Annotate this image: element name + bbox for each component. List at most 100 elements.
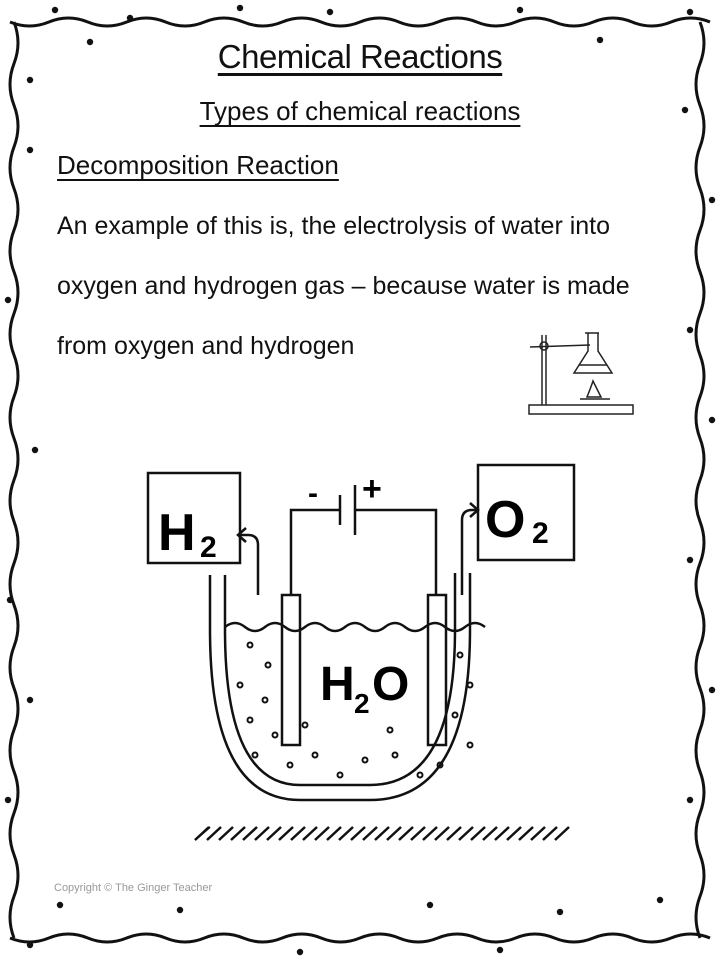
ground-hatch — [410, 826, 426, 841]
decorative-dot — [496, 946, 504, 954]
ground-hatch — [266, 826, 282, 841]
decorative-dot — [656, 896, 664, 904]
gas-bubble — [386, 726, 394, 734]
decorative-dot — [686, 8, 694, 16]
water-subscript: 2 — [354, 688, 370, 719]
gas-bubble — [246, 716, 254, 724]
gas-bubble — [261, 696, 269, 704]
ground-hatch — [398, 826, 414, 841]
decorative-dot — [708, 416, 716, 424]
gas-bubble — [311, 751, 319, 759]
ground-hatch — [350, 826, 366, 841]
gas-bubble — [251, 751, 259, 759]
gas-bubble — [416, 771, 424, 779]
ground-hatch — [374, 826, 390, 841]
decorative-dot — [326, 8, 334, 16]
gas-bubble — [451, 711, 459, 719]
ground-hatch — [254, 826, 270, 841]
decorative-dot — [516, 6, 524, 14]
copyright: Copyright © The Ginger Teacher — [54, 882, 213, 894]
ground-hatch — [338, 826, 354, 841]
gas-bubble — [336, 771, 344, 779]
lab-stand-flask-icon — [528, 332, 634, 415]
ground-hatch — [458, 826, 474, 841]
ground-hatch — [194, 826, 210, 841]
water-oxygen: O — [372, 658, 409, 711]
positive-terminal: + — [362, 470, 382, 508]
oxygen-label: O — [485, 491, 525, 549]
decorative-dot — [686, 326, 694, 334]
decorative-dot — [681, 106, 689, 114]
ground-hatch — [278, 826, 294, 841]
electrolysis-diagram: H 2 O 2 H 2 O - + — [146, 463, 576, 841]
ground-hatch — [386, 826, 402, 841]
decorative-dot — [556, 908, 564, 916]
ground-hatch — [290, 826, 306, 841]
decorative-dot — [6, 596, 14, 604]
ground-hatch — [326, 826, 342, 841]
decorative-dot — [31, 446, 39, 454]
gas-bubble — [466, 741, 474, 749]
decorative-dot — [596, 36, 604, 44]
decorative-dot — [51, 6, 59, 14]
oxygen-subscript: 2 — [532, 517, 549, 550]
body-line: An example of this is, the electrolysis … — [57, 212, 611, 240]
hydrogen-subscript: 2 — [200, 531, 217, 564]
gas-bubble — [286, 761, 294, 769]
decorative-dot — [176, 906, 184, 914]
section-heading: Decomposition Reaction — [57, 150, 339, 180]
oxygen-box — [476, 463, 576, 562]
page-title: Chemical Reactions — [217, 38, 503, 75]
ground-hatch — [530, 826, 546, 841]
decorative-dot — [4, 796, 12, 804]
ground-hatch — [218, 826, 234, 841]
ground-hatch — [362, 826, 378, 841]
decorative-dot — [686, 796, 694, 804]
decorative-dot — [426, 901, 434, 909]
gas-bubble — [361, 756, 369, 764]
gas-bubble — [264, 661, 272, 669]
water-label: H — [320, 658, 355, 711]
decorative-dot — [26, 146, 34, 154]
body-line: from oxygen and hydrogen — [57, 332, 355, 360]
ground-hatch — [470, 826, 486, 841]
decorative-dot — [236, 4, 244, 12]
decorative-dot — [26, 941, 34, 949]
ground-hatch — [434, 826, 450, 841]
ground-hatch — [314, 826, 330, 841]
gas-bubble — [391, 751, 399, 759]
ground-hatch — [230, 826, 246, 841]
decorative-dot — [26, 76, 34, 84]
ground-hatch — [506, 826, 522, 841]
decorative-dot — [708, 686, 716, 694]
ground-hatch — [206, 826, 222, 841]
decorative-dot — [4, 296, 12, 304]
ground-hatch — [554, 826, 570, 841]
gas-bubble — [466, 681, 474, 689]
decorative-dot — [708, 196, 716, 204]
ground-hatch — [446, 826, 462, 841]
hydrogen-box — [146, 471, 242, 565]
hydrogen-label: H — [158, 504, 196, 562]
gas-bubble — [246, 641, 254, 649]
decorative-dot — [296, 948, 304, 956]
ground-hatch — [482, 826, 498, 841]
ground-hatch — [422, 826, 438, 841]
ground-hatch — [542, 826, 558, 841]
subtitle: Types of chemical reactions — [199, 96, 521, 126]
gas-bubble — [236, 681, 244, 689]
decorative-dot — [126, 14, 134, 22]
negative-terminal: - — [308, 477, 318, 510]
ground-hatch — [518, 826, 534, 841]
gas-bubble — [301, 721, 309, 729]
decorative-dot — [56, 901, 64, 909]
decorative-dot — [686, 556, 694, 564]
decorative-dot — [26, 696, 34, 704]
gas-bubble — [271, 731, 279, 739]
decorative-dot — [86, 38, 94, 46]
ground-hatch — [302, 826, 318, 841]
gas-bubble — [456, 651, 464, 659]
ground-hatch — [242, 826, 258, 841]
ground-hatch — [494, 826, 510, 841]
